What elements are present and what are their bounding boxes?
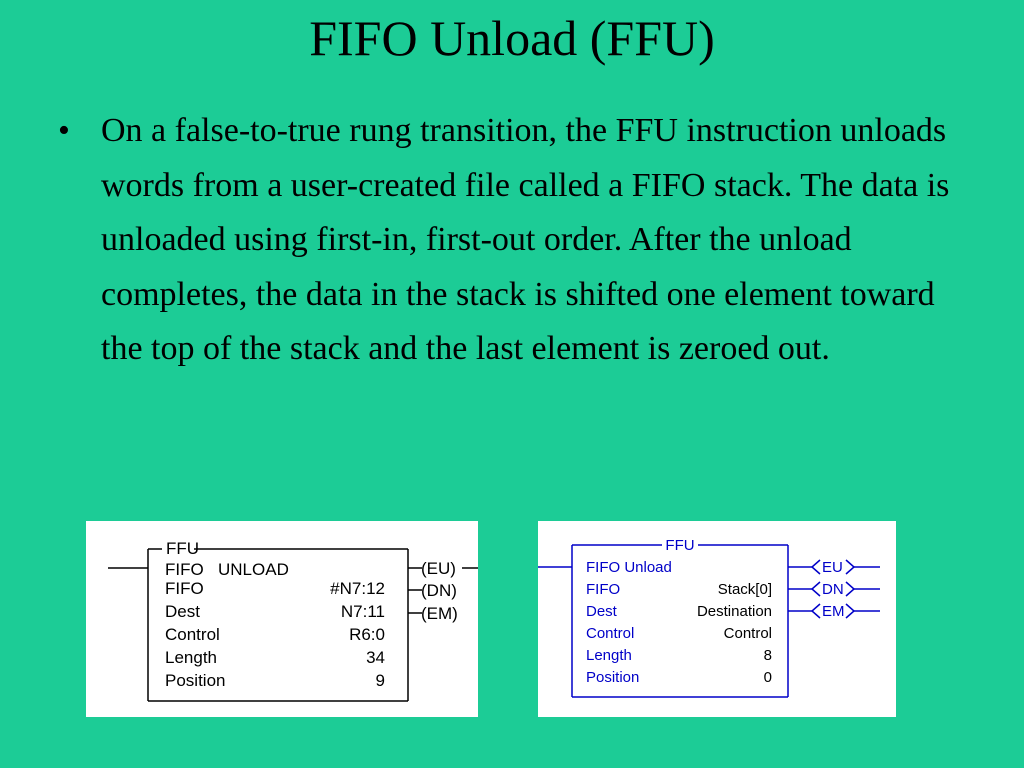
header-name: FIFO (165, 560, 204, 579)
block-mnemonic: FFU (166, 539, 199, 558)
output-eu-right-bracket (845, 559, 856, 575)
output-dn-left-bracket (810, 581, 821, 597)
output-dn: DN (822, 581, 844, 598)
row-label: Dest (586, 603, 618, 620)
row-value: N7:11 (341, 602, 385, 621)
output-em-left-bracket (810, 603, 821, 619)
bullet-dot: • (58, 112, 70, 149)
row-label: Position (165, 671, 225, 690)
output-em: (EM) (421, 604, 458, 623)
row-value: 0 (764, 669, 772, 686)
row-label: FIFO (586, 581, 620, 598)
row-label: Position (586, 669, 639, 686)
output-dn: (DN) (421, 581, 457, 600)
row-value: 9 (376, 671, 385, 690)
row-value: Destination (697, 603, 772, 620)
output-eu: (EU) (421, 559, 456, 578)
output-em: EM (822, 603, 845, 620)
row-value: #N7:12 (330, 579, 385, 598)
output-em-right-bracket (845, 603, 856, 619)
slide-title: FIFO Unload (FFU) (309, 10, 715, 66)
plc5-ffu-diagram: FFU FIFO UNLOAD FIFO #N7:12 Dest N7:11 C… (86, 521, 478, 717)
block-mnemonic: FFU (665, 537, 694, 554)
row-value: R6:0 (349, 625, 385, 644)
logix-ffu-diagram: FFU FIFO Unload FIFO Stack[0] Dest Desti… (538, 521, 896, 717)
row-label: Dest (165, 602, 200, 621)
logix-ffu-svg: FFU FIFO Unload FIFO Stack[0] Dest Desti… (538, 537, 880, 698)
row-label: Control (165, 625, 220, 644)
output-dn-right-bracket (845, 581, 856, 597)
header-desc: UNLOAD (218, 560, 289, 579)
row-label: Control (586, 625, 634, 642)
bullet-item: • On a false-to-true rung transition, th… (58, 104, 978, 377)
output-eu: EU (822, 559, 843, 576)
row-value: 8 (764, 647, 772, 664)
row-label: Length (165, 648, 217, 667)
bullet-text: On a false-to-true rung transition, the … (101, 112, 950, 367)
row-label: Length (586, 647, 632, 664)
plc5-ffu-svg: FFU FIFO UNLOAD FIFO #N7:12 Dest N7:11 C… (108, 539, 478, 702)
header-desc: FIFO Unload (586, 559, 672, 576)
row-value: 34 (366, 648, 385, 667)
row-label: FIFO (165, 579, 204, 598)
row-value: Stack[0] (718, 581, 772, 598)
bullet-list: • On a false-to-true rung transition, th… (58, 104, 978, 377)
row-value: Control (724, 625, 772, 642)
output-eu-left-bracket (810, 559, 821, 575)
